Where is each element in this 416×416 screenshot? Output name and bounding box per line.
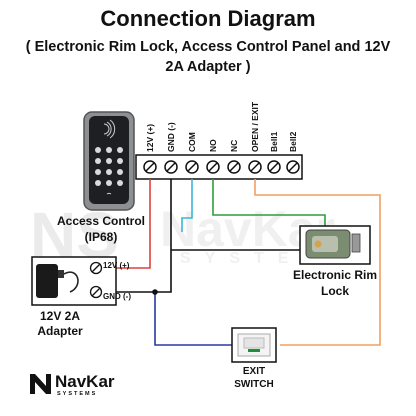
page-title: Connection Diagram <box>100 6 316 31</box>
exit-switch-device <box>231 327 277 363</box>
rim-lock-device <box>299 225 371 265</box>
adapter-device <box>31 256 117 306</box>
rim-lock-label: Electronic Rim <box>292 268 378 282</box>
access-control-rating: (IP68) <box>84 230 118 244</box>
terminal-label-bell1: Bell1 <box>269 131 279 152</box>
exit-switch-label-line2: SWITCH <box>234 379 274 390</box>
wire-12v-red <box>116 179 151 269</box>
adapter-label: 12V 2A <box>39 309 81 323</box>
terminal-label-open-exit: OPEN / EXIT <box>250 101 260 152</box>
wire-exit-orange <box>254 179 381 346</box>
adapter-label-line2: Adapter <box>37 324 83 338</box>
junction-dot <box>152 289 158 295</box>
rfid-icon <box>103 119 116 139</box>
terminal-label-no: NO <box>208 139 218 152</box>
rim-lock-label-line2: Lock <box>320 284 349 298</box>
wire-gnd-blue <box>154 292 232 346</box>
brand-logo-icon <box>30 374 51 394</box>
terminal-label-bell2: Bell2 <box>288 131 298 152</box>
wires <box>116 179 381 346</box>
brand-tagline: SYSTEMS <box>57 391 98 397</box>
exit-switch-label: EXIT <box>242 366 266 377</box>
terminal-label-gnd: GND (-) <box>166 122 176 152</box>
lock-cylinder-icon <box>314 240 322 248</box>
wire-no-green <box>212 179 326 230</box>
keypad-device <box>83 111 135 211</box>
terminal-label-com: COM <box>187 132 197 152</box>
adapter-pos-label: 12V (+) <box>103 261 130 270</box>
terminal-block <box>135 154 303 180</box>
page-subtitle: ( Electronic Rim Lock, Access Control Pa… <box>25 39 391 75</box>
keypad-buttons <box>95 147 123 186</box>
brand-name: NavKar <box>55 372 115 391</box>
terminal-label-12v: 12V (+) <box>145 123 155 152</box>
wire-com-cyan <box>181 179 193 232</box>
access-control-label: Access Control <box>56 214 146 228</box>
terminal-label-nc: NC <box>229 139 239 152</box>
terminal-screws <box>143 160 300 174</box>
wire-gnd-black <box>116 179 172 293</box>
adapter-neg-label: GND (-) <box>103 292 131 301</box>
bell-icon <box>106 192 112 195</box>
